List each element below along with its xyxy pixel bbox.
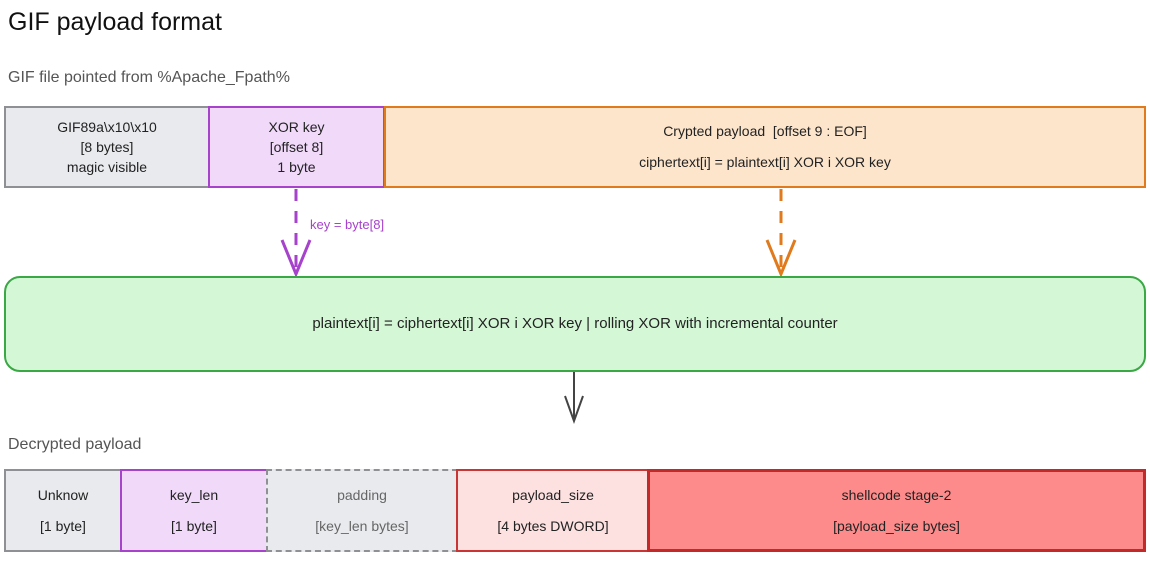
crypted-payload-title: Crypted payload [offset 9 : EOF] (663, 123, 867, 139)
payload-arrow (765, 189, 797, 278)
gif-header-magic: GIF89a\x10\x10 (57, 119, 157, 135)
key-arrow (280, 189, 312, 278)
diagram-title: GIF payload format (8, 8, 222, 36)
key-arrow-label: key = byte[8] (310, 217, 385, 232)
padding-field: padding [key_len bytes] (266, 469, 458, 552)
key-len-field: key_len [1 byte] (120, 469, 268, 552)
field-name: shellcode stage-2 (841, 486, 952, 503)
field-size: [key_len bytes] (315, 517, 409, 534)
gif-header-note: magic visible (66, 159, 148, 175)
field-size: [1 byte] (171, 517, 217, 534)
gif-section-label: GIF file pointed from %Apache_Fpath% (8, 69, 290, 86)
field-name: Unknow (37, 486, 89, 503)
shellcode-stage2-field: shellcode stage-2 [payload_size bytes] (647, 469, 1146, 552)
gif-header-size: [8 bytes] (80, 139, 134, 155)
crypted-payload-formula: ciphertext[i] = plaintext[i] XOR i XOR k… (639, 154, 891, 170)
field-size: [4 bytes DWORD] (497, 517, 609, 534)
decrypt-output-arrow (564, 371, 584, 424)
decrypted-section-label: Decrypted payload (8, 436, 142, 453)
xor-key-offset: [offset 8] (269, 139, 324, 155)
xor-key-size: 1 byte (277, 159, 316, 175)
field-size: [1 byte] (40, 517, 86, 534)
crypted-payload-field: Crypted payload [offset 9 : EOF] ciphert… (384, 106, 1146, 188)
decrypt-operation-box: plaintext[i] = ciphertext[i] XOR i XOR k… (4, 276, 1146, 372)
gif-header-field: GIF89a\x10\x10 [8 bytes] magic visible (4, 106, 210, 188)
unknow-field: Unknow [1 byte] (4, 469, 122, 552)
xor-key-title: XOR key (268, 119, 325, 135)
field-name: key_len (169, 486, 219, 503)
field-name: payload_size (512, 486, 594, 503)
payload-size-field: payload_size [4 bytes DWORD] (456, 469, 650, 552)
field-name: padding (337, 486, 387, 503)
field-size: [payload_size bytes] (833, 517, 960, 534)
decrypt-formula: plaintext[i] = ciphertext[i] XOR i XOR k… (312, 315, 838, 332)
